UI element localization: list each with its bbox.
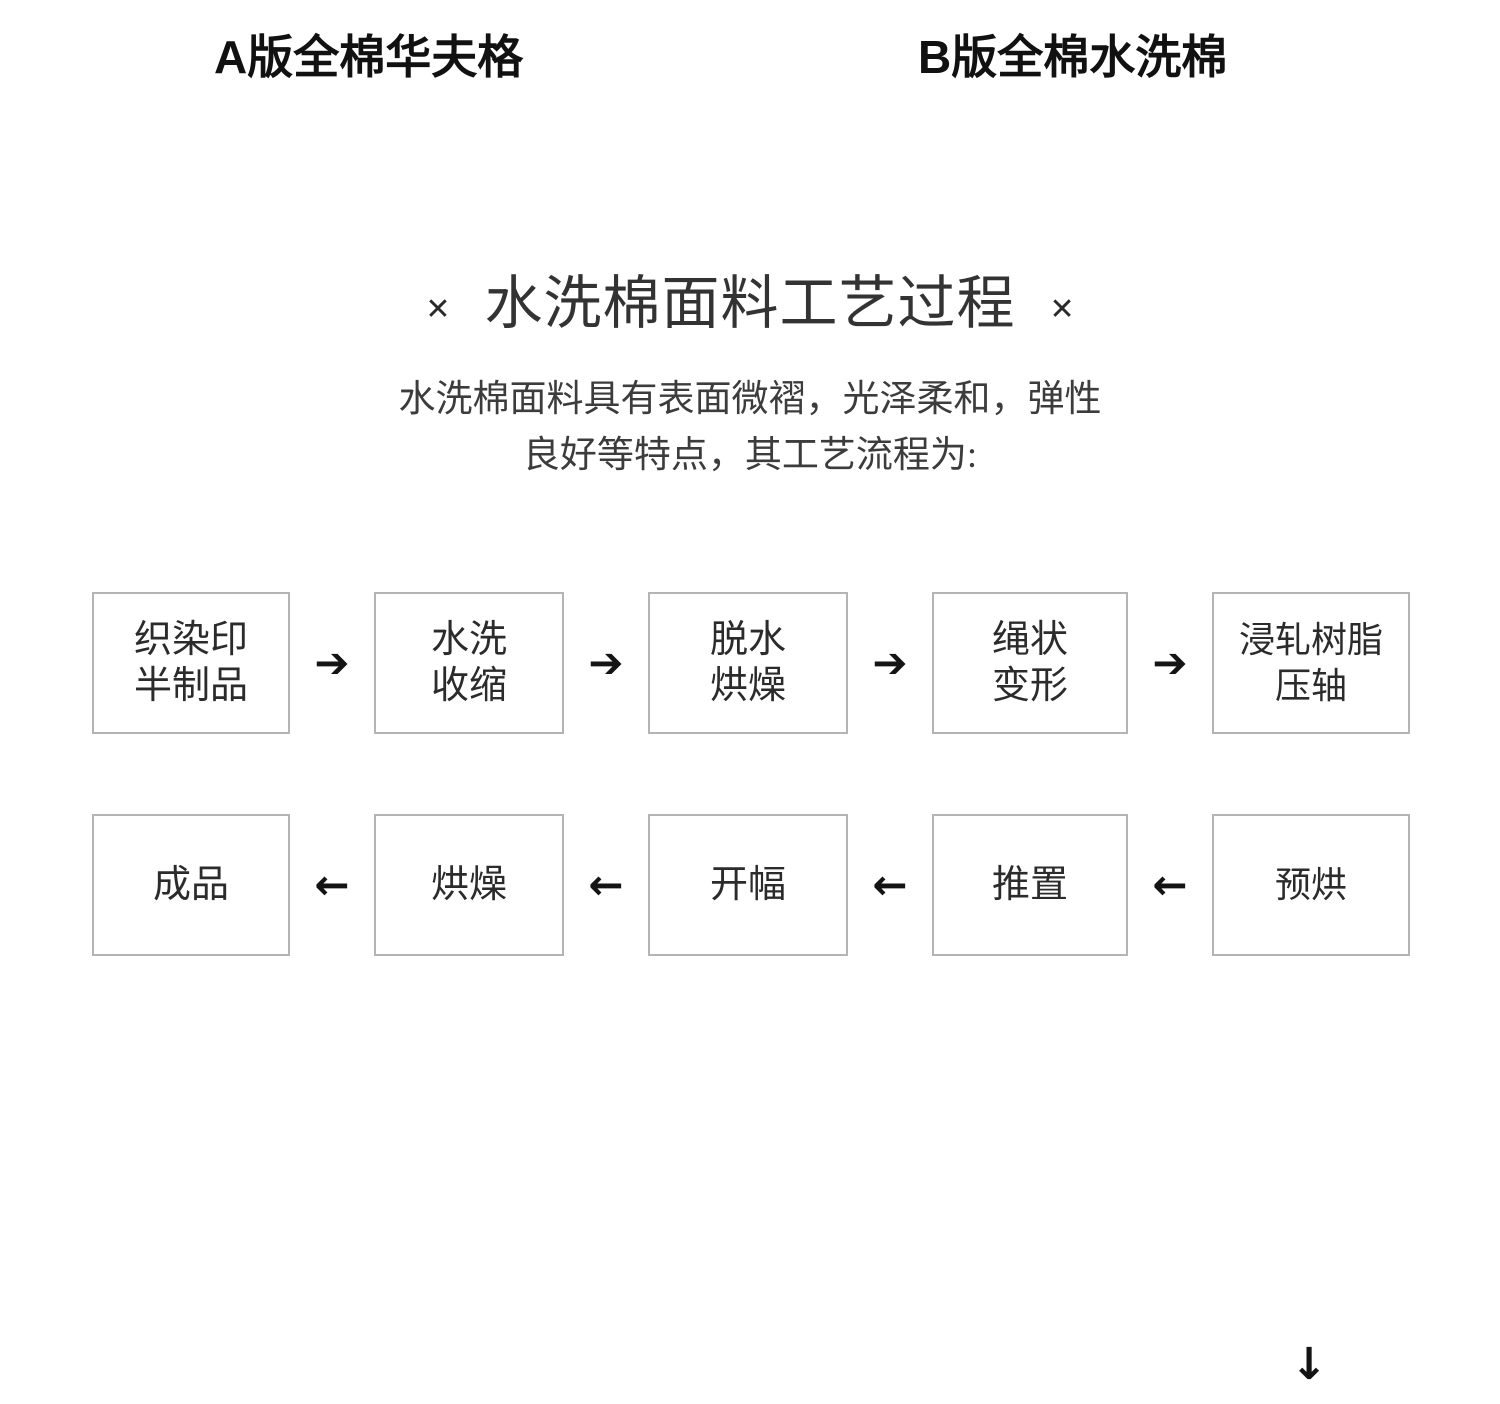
flow-step-label-line1: 脱水 xyxy=(709,619,786,661)
flow-step-jinzha-shuzhi: 浸轧树脂 压轴 xyxy=(1212,592,1410,734)
section-title: ✕ 水洗棉面料工艺过程 ✕ xyxy=(0,268,1500,340)
flow-step-tuizhi: 推置 xyxy=(932,814,1128,956)
section-description: 水洗棉面料具有表面微褶，光泽柔和，弹性 良好等特点，其工艺流程为: xyxy=(0,372,1500,484)
flow-step-label-line2: 烘燥 xyxy=(709,665,786,707)
flow-step-label-line1: 烘燥 xyxy=(430,864,507,906)
flow-step-yuhong: 预烘 xyxy=(1212,814,1410,956)
flowchart-row-1: 织染印 半制品 ➔ 水洗 收缩 ➔ 脱水 烘燥 ➔ 绳状 变形 ➔ 浸轧树脂 压… xyxy=(0,592,1500,734)
arrow-right-icon: ➔ xyxy=(314,638,350,687)
flow-step-label-line2: 半制品 xyxy=(133,665,248,707)
arrow-down-icon: ↓ xyxy=(1290,1339,1328,1390)
flow-step-hongzao: 烘燥 xyxy=(374,814,564,956)
flow-step-shuixi: 水洗 收缩 xyxy=(374,592,564,734)
arrow-left-icon: ← xyxy=(588,860,624,909)
flow-step-label-line1: 成品 xyxy=(152,864,229,906)
heading-version-a: A版全棉华夫格 xyxy=(214,31,524,83)
flow-step-label-line1: 浸轧树脂 xyxy=(1238,620,1383,660)
arrow-right-icon: ➔ xyxy=(1152,638,1188,687)
arrow-left-icon: ← xyxy=(872,860,908,909)
description-line-1: 水洗棉面料具有表面微褶，光泽柔和，弹性 xyxy=(398,379,1102,420)
process-flowchart: 织染印 半制品 ➔ 水洗 收缩 ➔ 脱水 烘燥 ➔ 绳状 变形 ➔ 浸轧树脂 压… xyxy=(0,592,1500,1387)
flow-step-label-line2: 变形 xyxy=(991,665,1068,707)
flow-step-label-line2: 压轴 xyxy=(1274,666,1347,706)
flow-step-label-line1: 绳状 xyxy=(991,619,1068,661)
flow-step-label-line1: 水洗 xyxy=(430,619,507,661)
flow-step-label-line1: 推置 xyxy=(991,864,1068,906)
flow-step-zhiranyin: 织染印 半制品 xyxy=(92,592,290,734)
flow-step-label-line1: 开幅 xyxy=(709,864,786,906)
flow-step-kaifu: 开幅 xyxy=(648,814,848,956)
flow-step-shengzhuang: 绳状 变形 xyxy=(932,592,1128,734)
arrow-left-icon: ← xyxy=(314,860,350,909)
flow-step-chengpin: 成品 xyxy=(92,814,290,956)
heading-version-b: B版全棉水洗棉 xyxy=(918,31,1228,83)
flow-step-label-line1: 预烘 xyxy=(1274,865,1347,905)
cross-ornament-left-icon: ✕ xyxy=(425,293,451,326)
arrow-right-icon: ➔ xyxy=(588,638,624,687)
flowchart-row-2: 成品 ← 烘燥 ← 开幅 ← 推置 ← 预烘 xyxy=(0,814,1500,956)
flow-step-label-line1: 织染印 xyxy=(133,619,248,661)
product-headings: A版全棉华夫格 B版全棉水洗棉 xyxy=(0,28,1500,103)
section-title-text: 水洗棉面料工艺过程 xyxy=(484,271,1016,336)
flow-step-tuoshui: 脱水 烘燥 xyxy=(648,592,848,734)
flow-step-label-line2: 收缩 xyxy=(430,665,507,707)
cross-ornament-right-icon: ✕ xyxy=(1049,293,1075,326)
arrow-left-icon: ← xyxy=(1152,860,1188,909)
description-line-2: 良好等特点，其工艺流程为: xyxy=(522,435,978,476)
arrow-right-icon: ➔ xyxy=(872,638,908,687)
